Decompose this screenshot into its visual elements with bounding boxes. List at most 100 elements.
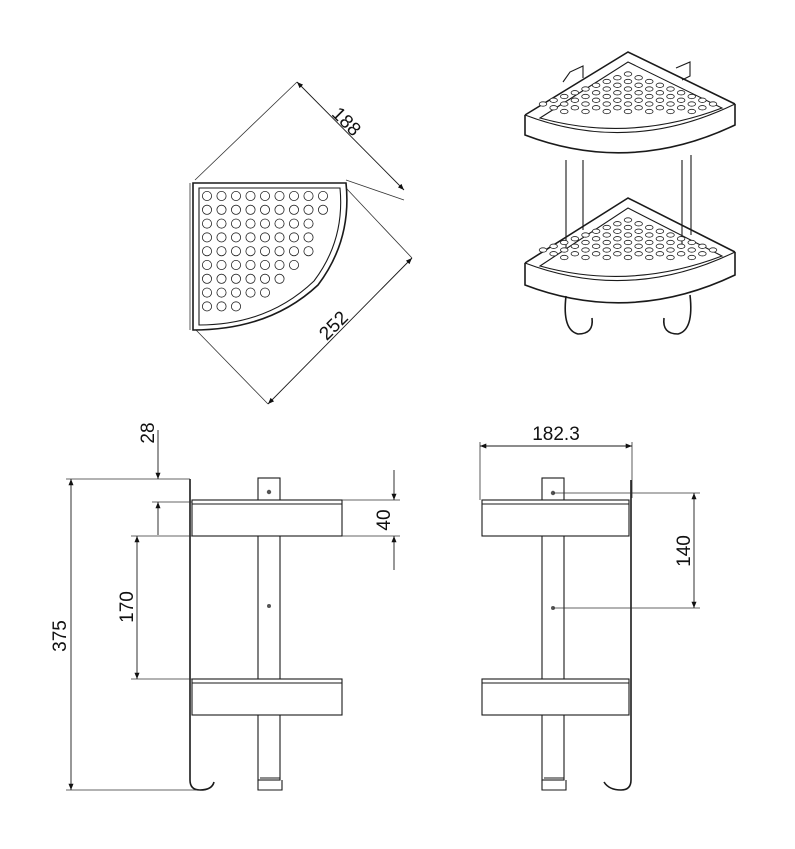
drain-hole	[687, 254, 696, 261]
drain-hole	[655, 243, 665, 249]
drain-hole	[623, 254, 633, 261]
drain-hole	[259, 204, 270, 215]
drain-hole	[645, 108, 654, 115]
drain-hole	[623, 232, 633, 238]
drain-hole	[288, 232, 299, 243]
drain-hole	[560, 93, 569, 100]
drain-hole	[602, 108, 611, 115]
drain-hole	[274, 190, 285, 201]
dim-line-252	[267, 257, 413, 405]
drain-hole	[245, 218, 256, 229]
dim-140: 140	[674, 535, 695, 567]
drain-hole	[245, 232, 256, 243]
drain-hole	[303, 190, 314, 201]
drain-hole	[303, 204, 314, 215]
drain-hole	[570, 97, 580, 103]
drain-hole	[216, 273, 227, 284]
drain-holes	[201, 190, 328, 312]
drain-hole	[591, 97, 601, 103]
dim-188: 188	[327, 103, 364, 140]
drain-hole	[570, 236, 580, 242]
drain-hole	[216, 204, 227, 215]
drain-hole	[634, 97, 643, 103]
drain-hole	[645, 239, 654, 246]
drain-hole	[317, 204, 328, 215]
drain-hole	[259, 190, 270, 201]
drain-hole	[317, 190, 328, 201]
drain-hole	[274, 259, 285, 270]
drain-hole	[634, 90, 643, 96]
drain-hole	[655, 228, 665, 234]
drain-hole	[645, 232, 654, 238]
drain-hole	[560, 239, 569, 246]
drain-hole	[591, 105, 601, 111]
drain-hole	[645, 86, 654, 92]
drain-hole	[698, 243, 707, 249]
drain-hole	[666, 108, 675, 115]
drain-hole	[645, 247, 654, 253]
upper-shelf	[191, 499, 343, 537]
drain-hole	[634, 75, 643, 81]
drain-hole	[676, 97, 686, 103]
upper-basket	[524, 51, 736, 154]
drain-hole	[676, 90, 686, 96]
drain-hole	[623, 224, 633, 231]
drain-hole	[676, 251, 686, 257]
drain-hole	[591, 251, 601, 257]
drain-hole	[655, 90, 665, 96]
drain-hole	[230, 190, 241, 201]
drain-hole	[602, 78, 611, 85]
drain-hole	[581, 101, 590, 107]
drain-hole	[634, 236, 643, 242]
drain-hole	[259, 232, 270, 243]
drain-hole	[698, 251, 707, 257]
drain-hole	[666, 93, 675, 100]
drain-hole	[645, 93, 654, 100]
drain-hole	[623, 86, 633, 92]
drain-hole	[613, 243, 622, 249]
drain-hole	[245, 190, 256, 201]
drain-hole	[303, 246, 314, 257]
drain-hole	[259, 259, 270, 270]
drain-hole	[230, 287, 241, 298]
drain-hole	[538, 101, 548, 107]
drain-hole	[259, 218, 270, 229]
drain-hole	[201, 287, 212, 298]
dim-170: 170	[117, 591, 138, 623]
drain-hole	[655, 236, 665, 242]
drain-hole	[666, 254, 675, 261]
drain-hole	[216, 246, 227, 257]
drain-hole	[708, 247, 718, 253]
drain-hole	[288, 190, 299, 201]
drain-hole	[613, 251, 622, 257]
drain-hole	[687, 101, 696, 107]
drain-hole	[666, 86, 675, 92]
drain-hole	[216, 232, 227, 243]
drain-hole	[560, 247, 569, 253]
drain-hole	[676, 105, 686, 111]
drain-hole	[613, 90, 622, 96]
drain-hole	[623, 247, 633, 253]
drain-hole	[687, 239, 696, 246]
drain-hole	[698, 105, 707, 111]
drain-hole	[613, 82, 622, 88]
drain-hole	[288, 246, 299, 257]
drain-hole	[303, 232, 314, 243]
drain-hole	[230, 301, 241, 312]
dim-line-188	[296, 81, 405, 191]
drain-hole	[634, 228, 643, 234]
drain-hole	[591, 82, 601, 88]
drain-hole	[560, 108, 569, 115]
drain-hole	[216, 259, 227, 270]
dim-252: 252	[315, 307, 352, 344]
drain-hole	[634, 243, 643, 249]
drain-hole	[602, 86, 611, 92]
drain-hole	[645, 78, 654, 85]
drain-hole	[549, 105, 558, 111]
corner-basket-outline	[192, 182, 348, 331]
dim-28: 28	[138, 422, 159, 443]
front-lower-shelf	[481, 678, 630, 716]
drain-hole	[230, 218, 241, 229]
drain-hole	[216, 218, 227, 229]
dim-375: 375	[50, 620, 71, 652]
